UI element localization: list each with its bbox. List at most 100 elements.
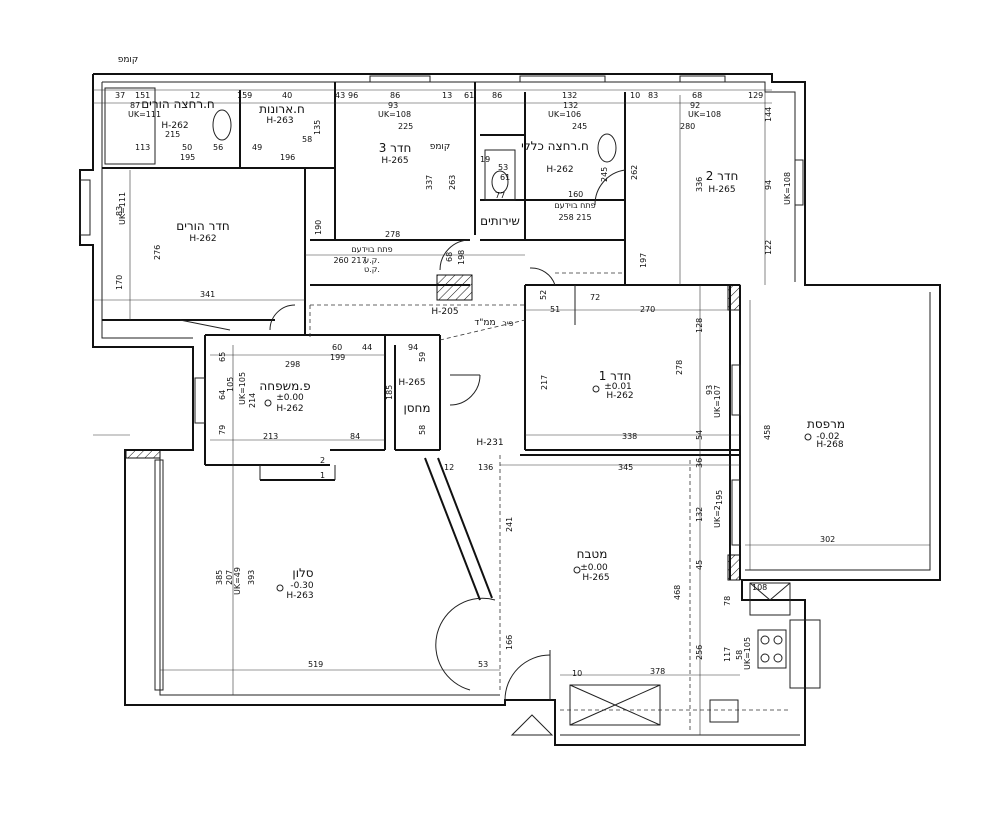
dim-label: 302 xyxy=(820,535,835,544)
interior-dimensions: 215 113 50 56 49 58 195 196 135 144 53 1… xyxy=(115,107,835,678)
dim-label: 2 xyxy=(320,456,325,465)
rm-label: ממ"ד xyxy=(474,318,495,328)
dim-label: 93 xyxy=(705,385,714,395)
master-bath-height: H-262 xyxy=(161,121,188,131)
room3-height: H-265 xyxy=(381,156,408,166)
dim-label: 190 xyxy=(314,220,323,235)
dim-label: 278 xyxy=(675,360,684,375)
dim-label: 278 xyxy=(385,230,400,239)
dim-label: 44 xyxy=(362,343,372,352)
balcony-name: מרפסת xyxy=(807,417,845,431)
uk-label: UK=105 xyxy=(743,637,752,670)
room1-height: H-262 xyxy=(606,391,633,401)
dim-label: 49 xyxy=(252,143,262,152)
room3-name: חדר 3 xyxy=(379,141,412,155)
dim-label: 61 xyxy=(500,173,510,182)
uk-label: UK=2 xyxy=(713,505,722,528)
dim-label: 207 xyxy=(225,570,234,585)
dim-label: 96 xyxy=(348,91,358,100)
kitchen-name: מטבח xyxy=(577,547,608,561)
uk-label: UK=49 xyxy=(233,567,242,595)
dim-label: 40 xyxy=(282,91,292,100)
dim-label: 166 xyxy=(505,635,514,650)
dim-label: 61 xyxy=(464,91,474,100)
dim-label: 128 xyxy=(695,318,704,333)
dim-label: 468 xyxy=(673,585,682,600)
balcony-height: H-268 xyxy=(816,440,843,450)
dim-label: 12 xyxy=(190,91,200,100)
dim-label: 54 xyxy=(695,430,704,440)
dim-label: 336 xyxy=(695,177,704,192)
dim-label: 50 xyxy=(182,143,192,152)
dim-label: 64 xyxy=(218,390,227,400)
uk-label: UK=108 xyxy=(783,172,792,205)
dim-label: 160 xyxy=(568,190,583,199)
dim-label: 241 xyxy=(505,517,514,532)
salon-height: H-263 xyxy=(286,591,313,601)
room1-name: חדר 1 xyxy=(599,369,632,383)
closet-name: ח.ארונות xyxy=(259,102,305,116)
interior-walls xyxy=(102,82,741,601)
family-name: פ.משפחה xyxy=(259,379,310,393)
level-markers xyxy=(264,385,812,592)
dim-label: 13 xyxy=(442,91,452,100)
dim-label: 195 xyxy=(715,490,724,505)
dim-label: 36 xyxy=(695,458,704,468)
opening1-dims: 260 217 xyxy=(333,256,366,265)
dim-label: 94 xyxy=(764,180,773,190)
dim-label: 132 xyxy=(562,91,577,100)
uk-label: UK=107 xyxy=(713,385,722,418)
dim-label: 12 xyxy=(444,463,454,472)
dim-label: 151 xyxy=(135,91,150,100)
dim-label: 385 xyxy=(215,570,224,585)
dim-label: 94 xyxy=(408,343,418,352)
room-labels: ח.רחצה הורים H-262 ח.ארונות H-263 חדר 3 … xyxy=(141,97,845,601)
opening2-label: פתח בוידעם xyxy=(554,201,595,210)
dim-label: 77 xyxy=(495,191,505,200)
dim-label: 108 xyxy=(752,583,767,592)
dim-label: 60 xyxy=(332,343,342,352)
dim-label: 92 xyxy=(690,101,700,110)
master-bath-name: ח.רחצה הורים xyxy=(141,97,215,111)
windows xyxy=(79,75,821,691)
dim-label: 43 xyxy=(335,91,345,100)
opening1-label: פתח בוידעם xyxy=(351,245,392,254)
dim-label: 217 xyxy=(540,375,549,390)
storage-height: H-265 xyxy=(398,378,425,388)
general-bath-name: ח.רחצה כללי xyxy=(521,139,589,153)
dim-label: 45 xyxy=(695,560,704,570)
dim-label: 87 xyxy=(130,101,140,110)
dim-label: 378 xyxy=(650,667,665,676)
dim-label: 144 xyxy=(764,107,773,122)
dim-label: 59 xyxy=(418,352,427,362)
dim-label: 214 xyxy=(248,393,257,408)
kt2-label: ק.ע. xyxy=(364,256,380,265)
uk-label: UK=108 xyxy=(378,110,411,119)
dim-label: 10 xyxy=(572,669,582,678)
family-height: H-262 xyxy=(276,404,303,414)
fixtures xyxy=(212,109,791,736)
dim-label: 262 xyxy=(630,165,639,180)
dim-label: 78 xyxy=(723,596,732,606)
dim-label: 341 xyxy=(200,290,215,299)
dim-label: 256 xyxy=(695,645,704,660)
dimension-lines xyxy=(93,89,930,735)
dim-label: 519 xyxy=(308,660,323,669)
corridor-height-a: H-205 xyxy=(431,307,458,317)
dim-label: 83 xyxy=(115,206,124,216)
dim-label: 276 xyxy=(153,245,162,260)
shaft-name: פיר xyxy=(502,319,513,328)
dim-label: 58 xyxy=(735,650,744,660)
master-bedroom-name: חדר הורים xyxy=(176,219,230,233)
dim-label: 65 xyxy=(218,352,227,362)
master-bedroom-height: H-262 xyxy=(189,234,216,244)
kt1-label: ק.ט. xyxy=(364,265,380,274)
room1-level: ±0.01 xyxy=(604,382,632,392)
dim-label: 159 xyxy=(237,91,252,100)
dim-label: 215 xyxy=(165,130,180,139)
services-name: שירותים xyxy=(480,214,520,228)
dim-label: 51 xyxy=(550,305,560,314)
dim-label: 129 xyxy=(748,91,763,100)
dim-label: 117 xyxy=(723,647,732,662)
storage-name: מחסן xyxy=(403,401,430,415)
